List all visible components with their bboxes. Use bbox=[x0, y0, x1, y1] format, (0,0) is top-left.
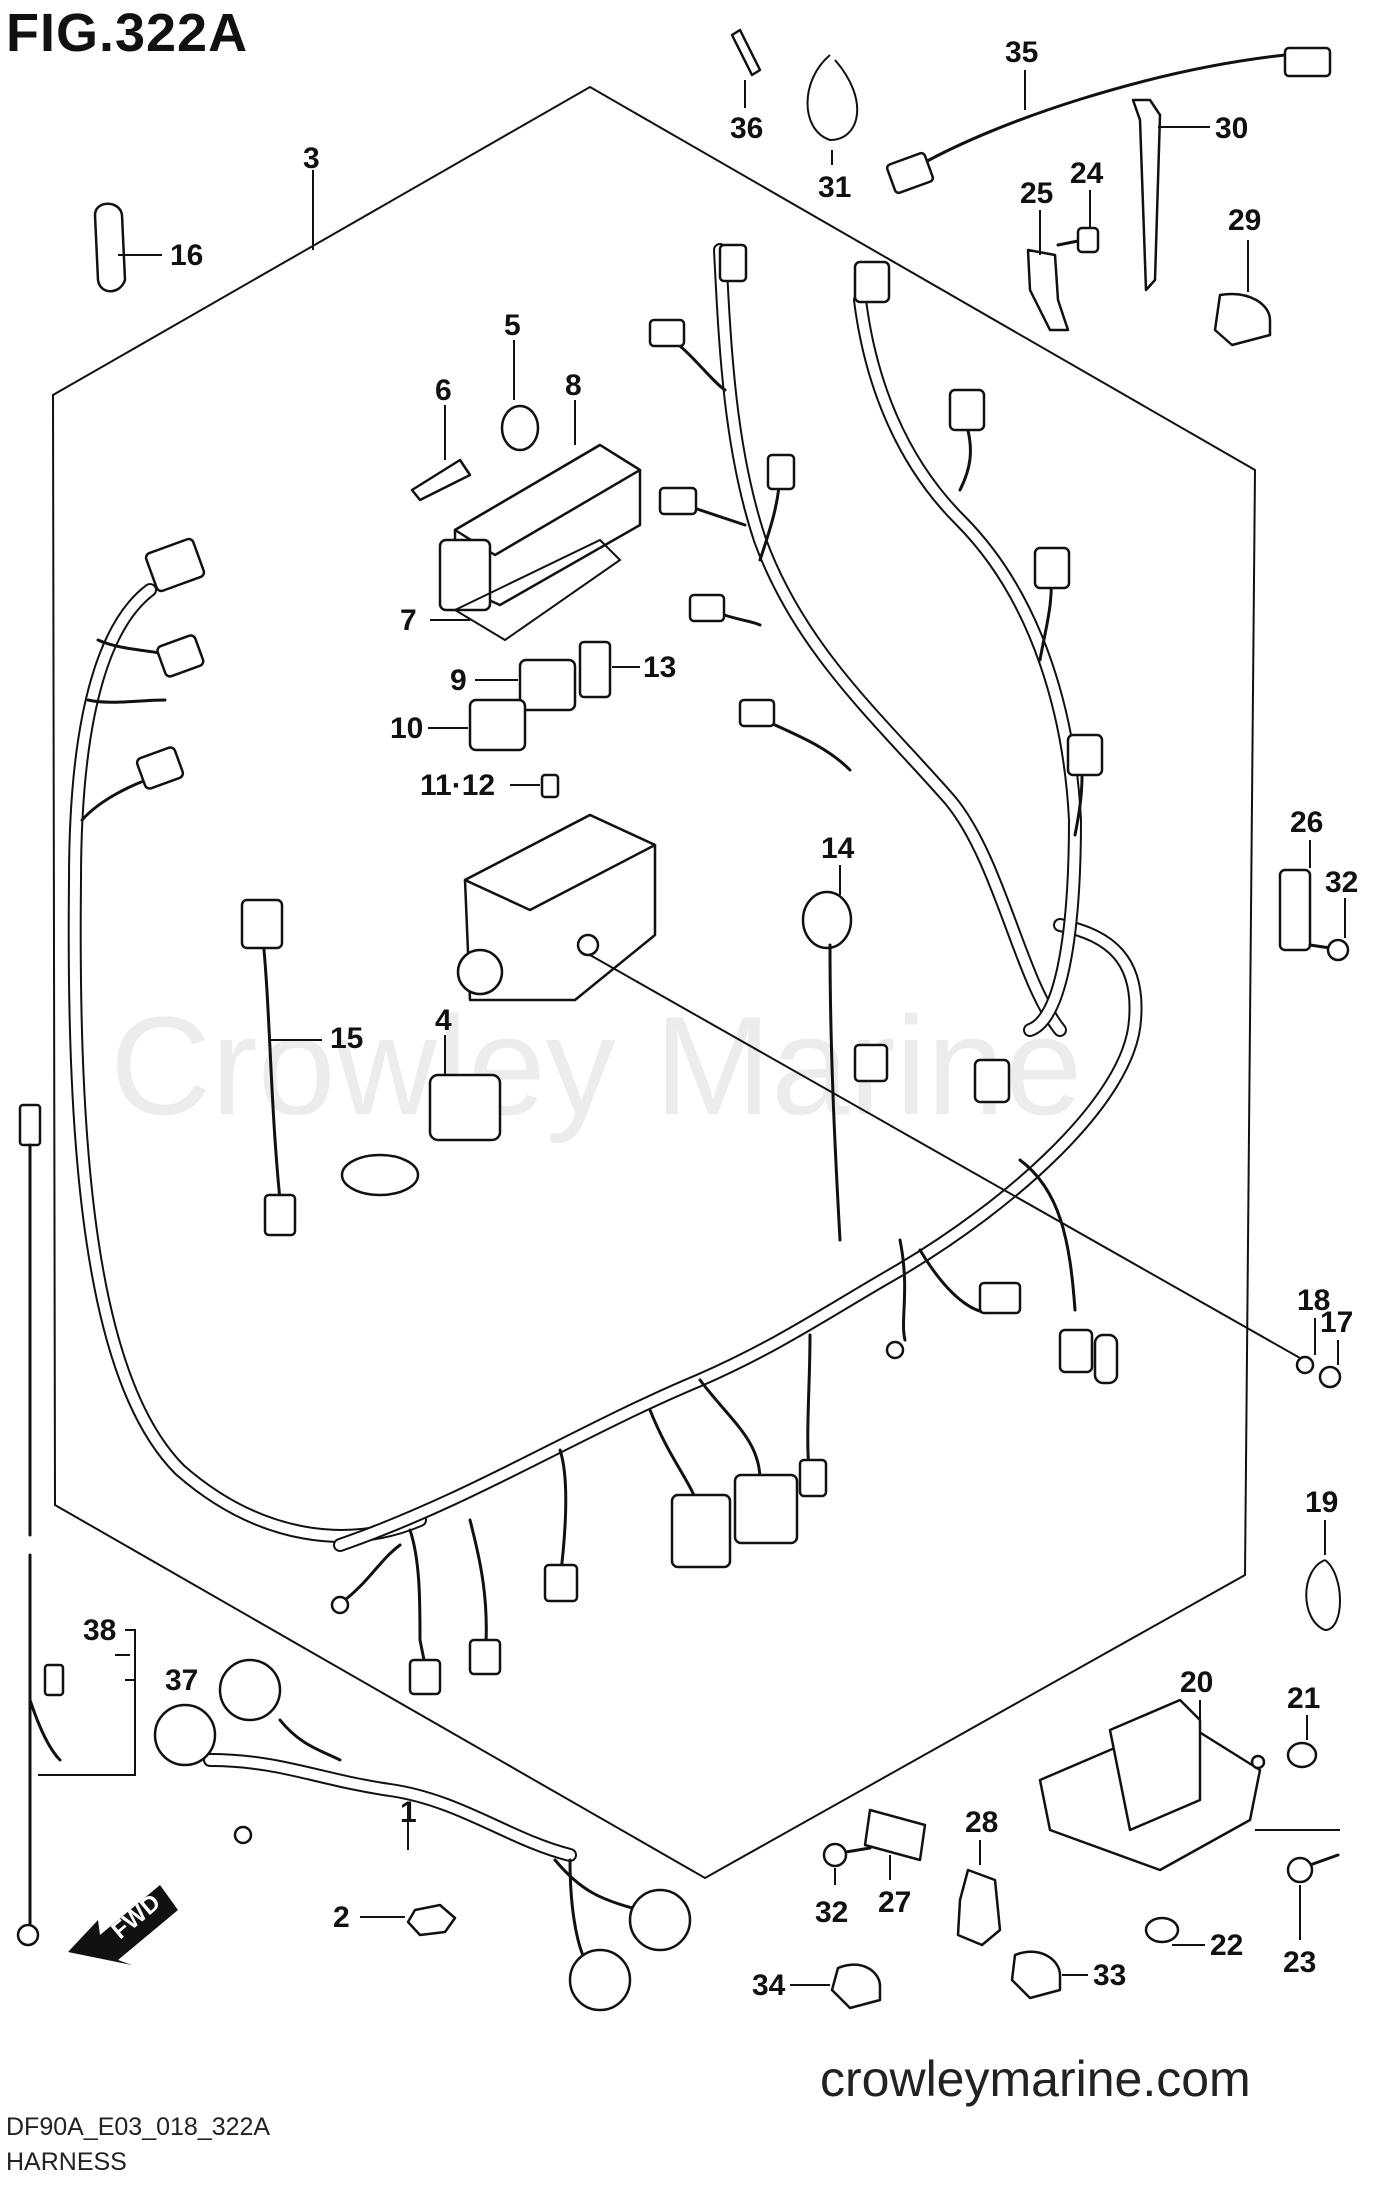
callout-33: 33 bbox=[1093, 1959, 1126, 1992]
plate-part-27 bbox=[863, 1808, 927, 1862]
clip-part-6 bbox=[410, 458, 472, 502]
sub-harness-part-15 bbox=[240, 898, 297, 1237]
callout-32-right: 32 bbox=[1325, 866, 1358, 899]
bracket-part-28 bbox=[956, 1868, 1002, 1947]
clip-part-19 bbox=[1305, 1559, 1341, 1632]
washer-part-18 bbox=[1295, 1355, 1315, 1375]
fuse-part-11-12 bbox=[540, 773, 560, 799]
callout-labels: 1 2 3 4 5 6 7 8 9 10 11·12 13 14 15 16 1… bbox=[83, 36, 1358, 2002]
screw-part-23 bbox=[1286, 1853, 1340, 1884]
callout-35: 35 bbox=[1005, 36, 1038, 69]
callout-17: 17 bbox=[1320, 1306, 1353, 1339]
bracket-assembly-part-20 bbox=[1038, 1698, 1266, 1872]
plate-part-26 bbox=[1278, 868, 1312, 952]
main-harness-trunk bbox=[330, 918, 1143, 1696]
left-harness-branch bbox=[67, 537, 427, 1543]
callout-20: 20 bbox=[1180, 1666, 1213, 1699]
relay-part-10 bbox=[468, 698, 527, 752]
callout-15: 15 bbox=[330, 1022, 363, 1055]
callout-25: 25 bbox=[1020, 177, 1053, 210]
nut-part-2 bbox=[406, 1903, 457, 1937]
callout-10: 10 bbox=[390, 712, 423, 745]
cap-part-14 bbox=[801, 890, 853, 1242]
callout-3: 3 bbox=[303, 142, 320, 175]
cap-part-16 bbox=[93, 202, 127, 293]
callout-5: 5 bbox=[504, 309, 521, 342]
callout-23: 23 bbox=[1283, 1946, 1316, 1979]
callout-37: 37 bbox=[165, 1664, 198, 1697]
right-harness-branch bbox=[885, 1158, 1119, 1385]
tie-part-30 bbox=[1131, 98, 1162, 292]
assembly-outline bbox=[51, 85, 1257, 1880]
grommet-part-22 bbox=[1144, 1916, 1180, 1944]
bolt-part-32-bottom bbox=[822, 1842, 872, 1868]
website-label: crowleymarine.com bbox=[820, 2051, 1251, 2107]
callout-30: 30 bbox=[1215, 112, 1248, 145]
callout-16: 16 bbox=[170, 239, 203, 272]
callout-34: 34 bbox=[752, 1969, 786, 2002]
callout-7: 7 bbox=[400, 604, 417, 637]
callout-22: 22 bbox=[1210, 1929, 1243, 1962]
callout-13: 13 bbox=[643, 651, 676, 684]
fuse-box bbox=[456, 813, 657, 1002]
figure-title: FIG.322A bbox=[6, 3, 249, 63]
callout-14: 14 bbox=[821, 832, 855, 865]
lower-harness-part-1 bbox=[153, 1658, 692, 2012]
callout-2: 2 bbox=[333, 1901, 350, 1934]
callout-24: 24 bbox=[1070, 157, 1104, 190]
clamp-part-34 bbox=[830, 1963, 882, 2010]
callout-11-12: 11·12 bbox=[420, 769, 495, 802]
center-harness bbox=[648, 243, 1104, 1104]
clamp-part-31 bbox=[806, 54, 859, 142]
bolt-part-32-right bbox=[1308, 938, 1350, 962]
relay-part-4 bbox=[340, 1073, 502, 1197]
callout-38: 38 bbox=[83, 1614, 116, 1647]
figure-code: DF90A_E03_018_322A bbox=[6, 2113, 271, 2141]
callout-1: 1 bbox=[400, 1796, 417, 1829]
nut-part-21 bbox=[1286, 1741, 1318, 1769]
clip-part-36 bbox=[730, 28, 762, 77]
callout-36: 36 bbox=[730, 112, 763, 145]
clamp-part-33 bbox=[1010, 1950, 1062, 2000]
bracket-part-25 bbox=[1026, 248, 1070, 332]
relay-part-9 bbox=[518, 658, 577, 712]
callout-4: 4 bbox=[435, 1004, 452, 1037]
callout-6: 6 bbox=[435, 374, 452, 407]
callout-27: 27 bbox=[878, 1886, 911, 1919]
cable-part-35 bbox=[885, 46, 1332, 195]
fuse-holder-part-13 bbox=[578, 640, 612, 699]
callout-21: 21 bbox=[1287, 1682, 1320, 1715]
callout-31: 31 bbox=[818, 171, 851, 204]
relay-box-part-8 bbox=[438, 443, 642, 612]
callout-32-bottom: 32 bbox=[815, 1896, 848, 1929]
callout-19: 19 bbox=[1305, 1486, 1338, 1519]
ground-lead-line bbox=[589, 954, 1301, 1359]
nut-part-17 bbox=[1318, 1365, 1342, 1389]
leader-lines bbox=[38, 70, 1346, 1986]
callout-28: 28 bbox=[965, 1806, 998, 1839]
fwd-arrow-icon: FWD bbox=[68, 1885, 178, 1965]
clamp-part-29 bbox=[1213, 292, 1272, 347]
callout-18: 18 bbox=[1297, 1284, 1330, 1317]
bolt-part-24 bbox=[1056, 226, 1100, 254]
figure-description: HARNESS bbox=[6, 2148, 127, 2176]
seal-part-7 bbox=[452, 538, 622, 642]
grommet-part-5 bbox=[500, 404, 540, 452]
callout-9: 9 bbox=[450, 664, 467, 697]
battery-cable-part-37 bbox=[16, 1103, 65, 1947]
callout-26: 26 bbox=[1290, 806, 1323, 839]
callout-29: 29 bbox=[1228, 204, 1261, 237]
callout-8: 8 bbox=[565, 369, 582, 402]
